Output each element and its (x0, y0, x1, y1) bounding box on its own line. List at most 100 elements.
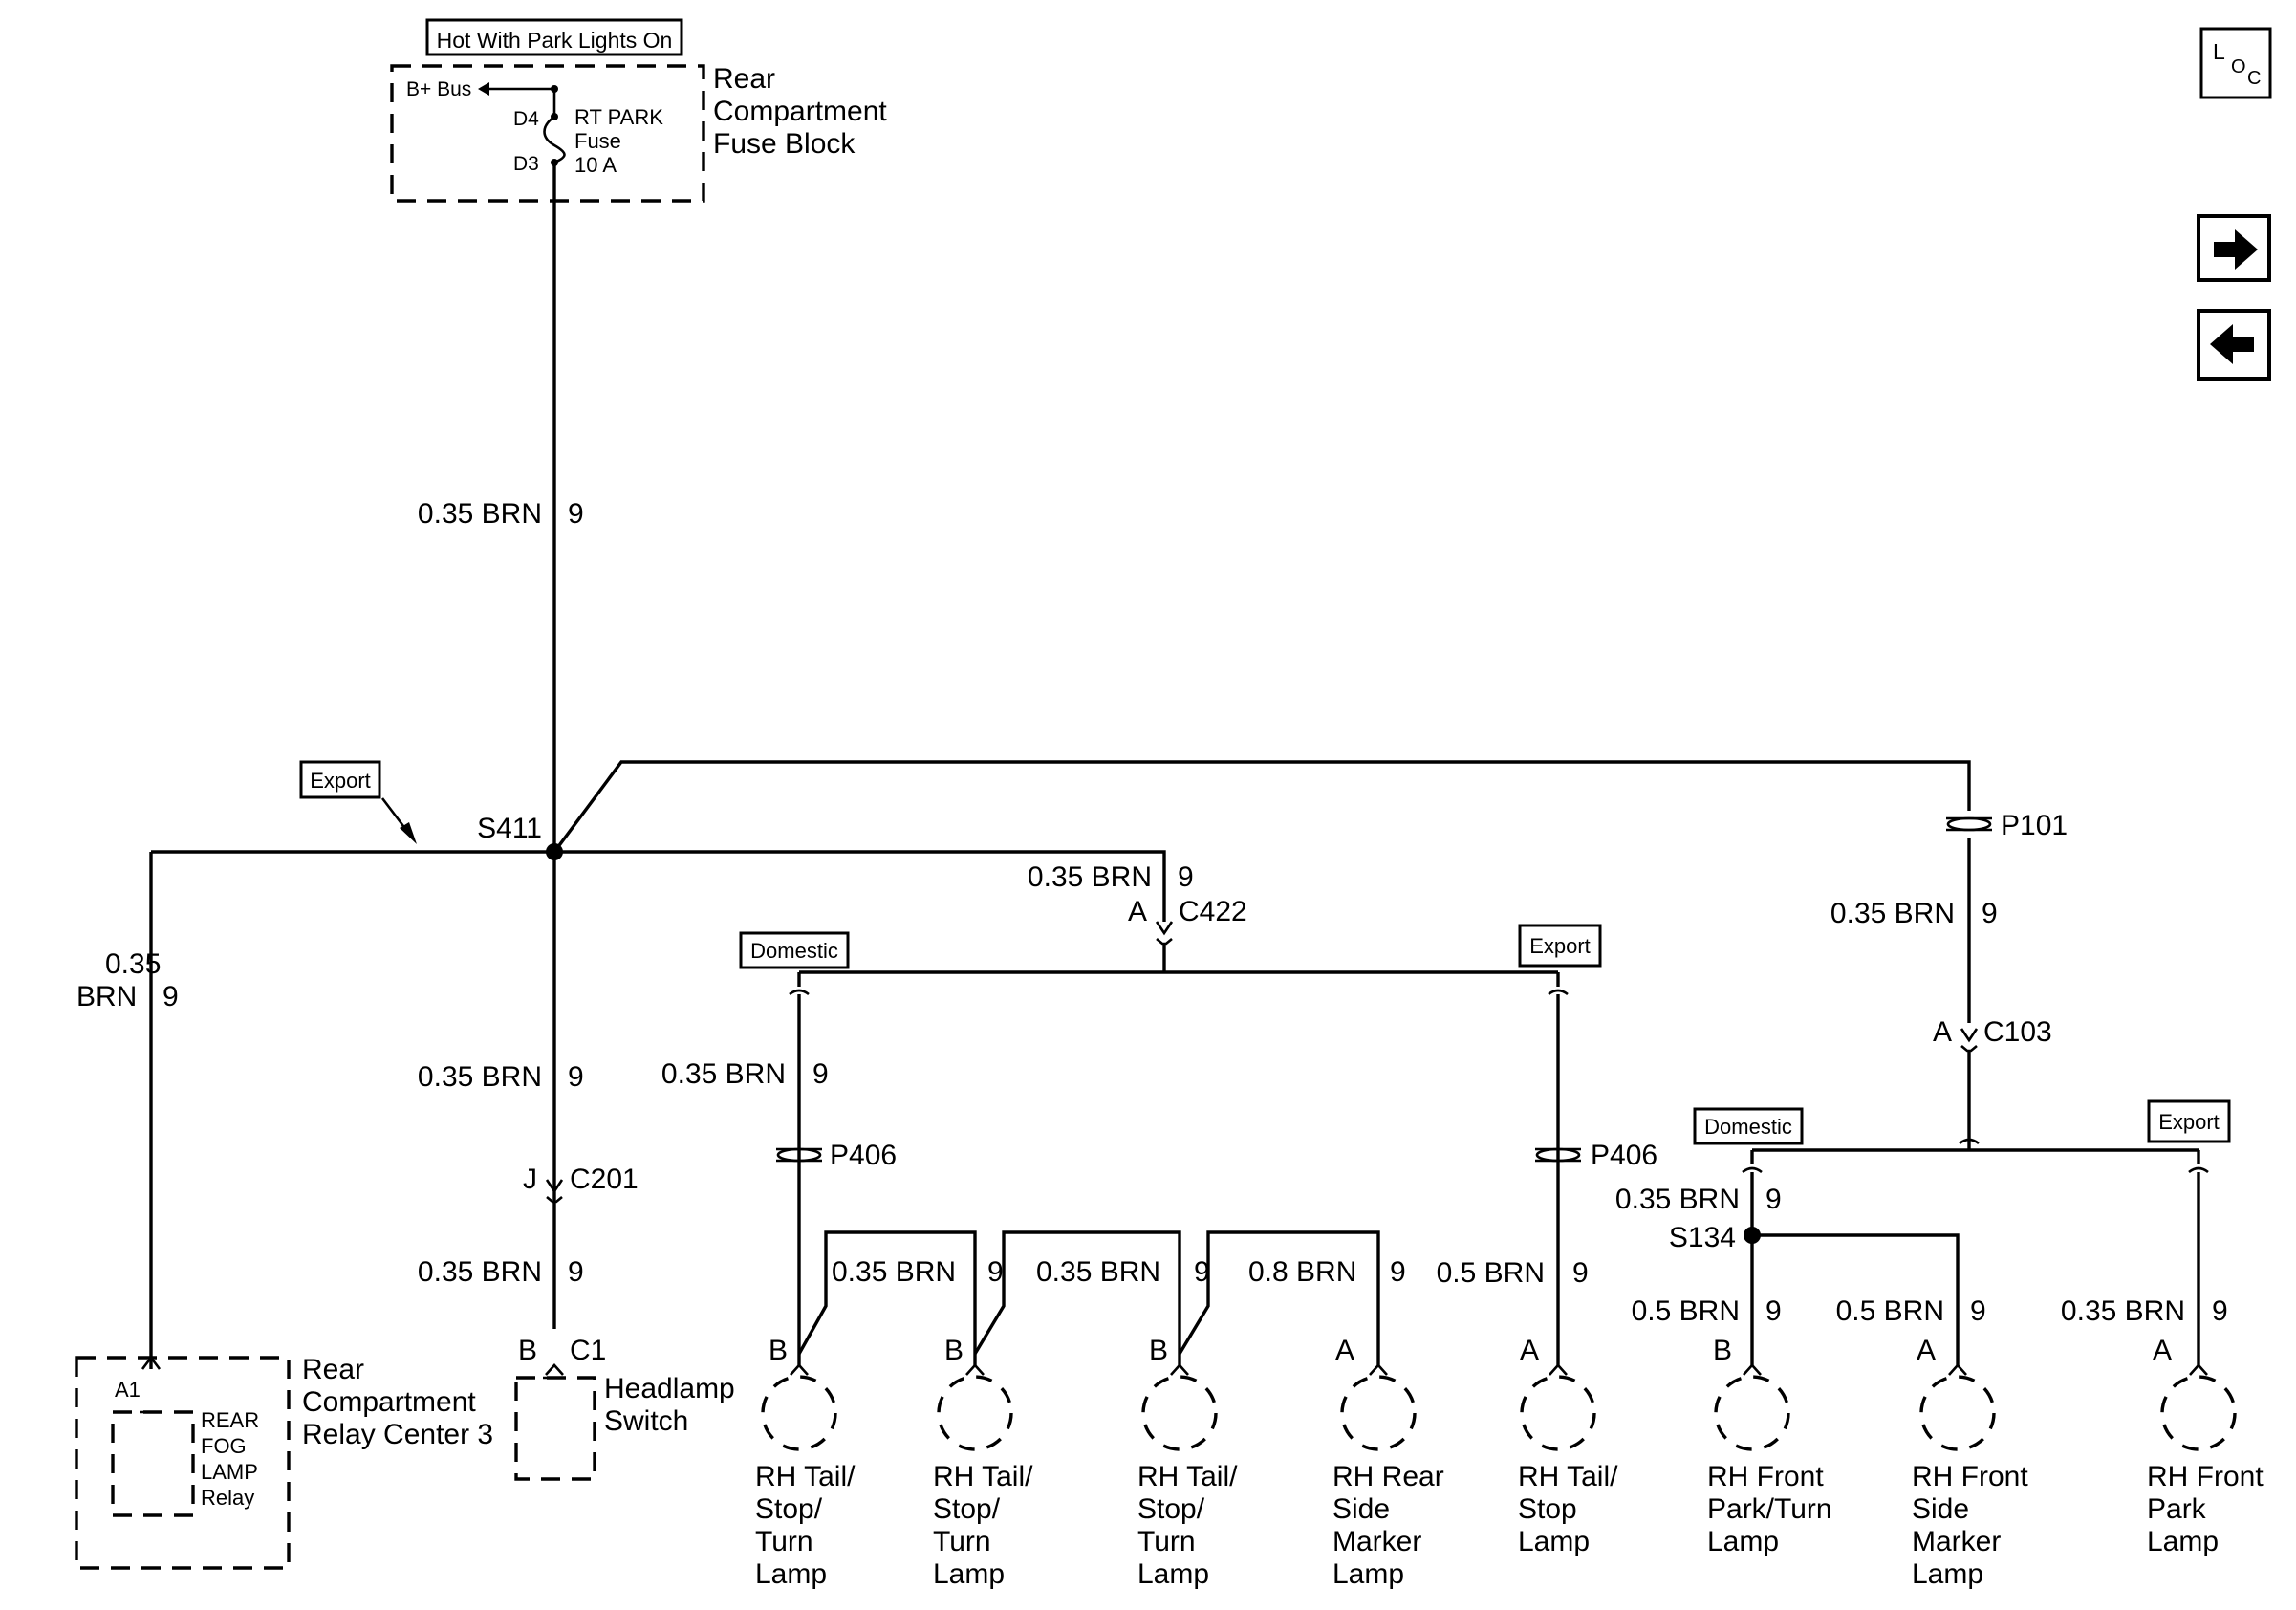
lamp-4-name-line2: Side (1332, 1493, 1390, 1525)
lamp-2-name-line3: Turn (933, 1526, 991, 1557)
lamp-rh-tail-stop-turn-2: B RH Tail/ Stop/ Turn Lamp (933, 1335, 1033, 1590)
location-button[interactable]: L O C (2199, 27, 2272, 99)
marker-jumper-label: 0.8 BRN (1248, 1256, 1356, 1288)
lamp-5-name-line2: Stop (1518, 1493, 1577, 1525)
splice-s411-label: S411 (477, 813, 542, 844)
c103-connector-icon (1960, 1027, 1979, 1053)
lamp-bulb-icon (1919, 1375, 1996, 1451)
p406-left-circuit: 9 (812, 1058, 829, 1090)
headlamp-drop-wire-label: 0.35 BRN (418, 1061, 542, 1093)
lamp-bulb-icon (1520, 1375, 1596, 1451)
headlamp-drop-circuit: 9 (568, 1061, 584, 1093)
headlamp-switch-branch: 0.35 BRN 9 J C201 0.35 BRN 9 B C1 Headla… (418, 1061, 735, 1481)
b-plus-bus-label: B+ Bus (406, 78, 471, 100)
lamp-6-pin: B (1713, 1335, 1732, 1366)
lamp-rh-tail-stop-turn-1: B RH Tail/ Stop/ Turn Lamp (755, 1335, 856, 1590)
fuse-block-outline (390, 64, 705, 203)
fuse-icon (543, 115, 566, 164)
lamp-3-name-line3: Turn (1137, 1526, 1196, 1557)
bus-arrow-icon (478, 82, 489, 96)
headlamp-switch-outline (514, 1376, 596, 1481)
c422-label: C422 (1179, 896, 1247, 927)
p101-label: P101 (2001, 810, 2068, 841)
tail1-jumper-label: 0.35 BRN (832, 1256, 956, 1288)
tail1-jumper-circuit: 9 (987, 1256, 1004, 1288)
front-park-wire-label: 0.35 BRN (2061, 1295, 2185, 1327)
relay-feed-wire-color: BRN (76, 981, 137, 1012)
headlamp-switch-name-line1: Headlamp (604, 1373, 735, 1404)
rear-compartment-relay-center-3: A1 REAR FOG LAMP Relay Rear Compartment … (75, 1354, 493, 1570)
relay-line-4: Relay (201, 1486, 254, 1510)
c201-wire-label: 0.35 BRN (418, 1256, 542, 1288)
p101-connector-icon (1944, 816, 1994, 832)
hot-with-park-lights-label-box (425, 18, 683, 56)
lamp-bulb-icon (1340, 1375, 1417, 1451)
lamp-8-pin: A (2153, 1335, 2172, 1366)
lamp-rh-tail-stop: A RH Tail/ Stop Lamp (1518, 1335, 1618, 1557)
lamp-7-name-line1: RH Front (1912, 1461, 2028, 1492)
front-side-wire-label: 0.5 BRN (1836, 1295, 1944, 1327)
relay-line-2: FOG (201, 1434, 247, 1458)
relay-line-1: REAR (201, 1408, 259, 1432)
lamp-2-pin: B (944, 1335, 964, 1366)
c201-circuit: 9 (568, 1256, 584, 1288)
relay-pin-a1: A1 (115, 1378, 141, 1402)
tail-stop-wire-label: 0.5 BRN (1437, 1257, 1545, 1289)
c103-pin: A (1933, 1016, 1952, 1048)
c201-label: C201 (570, 1164, 639, 1195)
tail2-jumper-circuit: 9 (1194, 1256, 1210, 1288)
lamp-8-name-line1: RH Front (2147, 1461, 2264, 1492)
lamp-4-name-line3: Marker (1332, 1526, 1421, 1557)
lamp-1-name-line3: Turn (755, 1526, 813, 1557)
s134-label: S134 (1669, 1222, 1736, 1253)
fuse-block-name-line2: Compartment (713, 96, 887, 127)
next-page-button[interactable] (2197, 214, 2271, 282)
lamp-2-name-line2: Stop/ (933, 1493, 1001, 1525)
lamp-6-name-line3: Lamp (1707, 1526, 1779, 1557)
c422-export-tag: Export (1529, 934, 1591, 958)
p406-right-label: P406 (1591, 1140, 1657, 1171)
lamp-8-name-line2: Park (2147, 1493, 2207, 1525)
loc-letter-c: C (2247, 68, 2261, 89)
lamp-7-name-line4: Lamp (1912, 1558, 1983, 1590)
front-turn-wire-label: 0.5 BRN (1632, 1295, 1740, 1327)
export-arrow-icon (400, 822, 417, 844)
relay-feed-circuit: 9 (162, 981, 179, 1012)
relay-center-name-line3: Relay Center 3 (302, 1419, 493, 1450)
c422-branch: 0.35 BRN 9 A C422 Domestic Export 0.35 B… (661, 861, 1657, 1365)
c422-connector-icon (1155, 920, 1174, 946)
lamp-bulb-icon (2160, 1375, 2237, 1451)
c103-label: C103 (1983, 1016, 2052, 1048)
front-side-circuit: 9 (1970, 1295, 1986, 1327)
main-feed-circuit: 9 (568, 498, 584, 530)
p101-wire-label: 0.35 BRN (1830, 898, 1955, 929)
c103-domestic-tag: Domestic (1704, 1115, 1792, 1139)
lamp-5-pin: A (1520, 1335, 1539, 1366)
loc-letter-o: O (2231, 56, 2246, 77)
lamp-1-pin: B (769, 1335, 788, 1366)
rear-lamp-jumpers: 0.35 BRN 9 0.35 BRN 9 0.8 BRN 9 (797, 1230, 1406, 1365)
lamp-rh-rear-side-marker: A RH Rear Side Marker Lamp (1332, 1335, 1444, 1590)
p406-left-label: P406 (830, 1140, 897, 1171)
lamp-4-name-line1: RH Rear (1332, 1461, 1444, 1492)
tail2-jumper-label: 0.35 BRN (1036, 1256, 1160, 1288)
lamp-4-pin: A (1335, 1335, 1354, 1366)
fuse-name: RT PARK (574, 105, 663, 129)
marker-jumper-circuit: 9 (1390, 1256, 1406, 1288)
c422-circuit: 9 (1178, 861, 1194, 893)
splice-s411: S411 (151, 760, 1971, 922)
lamp-rh-front-side-marker: A RH Front Side Marker Lamp (1912, 1335, 2028, 1590)
tail-stop-circuit: 9 (1572, 1257, 1589, 1289)
hot-with-park-lights-label: Hot With Park Lights On (437, 28, 673, 53)
lamp-1-name-line2: Stop/ (755, 1493, 823, 1525)
lamp-7-name-line2: Side (1912, 1493, 1969, 1525)
lamp-7-name-line3: Marker (1912, 1526, 2001, 1557)
lamp-rh-front-park-turn: B RH Front Park/Turn Lamp (1707, 1335, 1832, 1557)
fuse-pin-d3: D3 (513, 153, 539, 175)
c422-pin: A (1128, 896, 1147, 927)
relay-center-outline (75, 1356, 291, 1570)
lamp-1-name-line1: RH Tail/ (755, 1461, 856, 1492)
relay-feed-wire-gauge: 0.35 (105, 948, 161, 980)
fuse-word: Fuse (574, 129, 621, 153)
previous-page-button[interactable] (2197, 309, 2271, 381)
